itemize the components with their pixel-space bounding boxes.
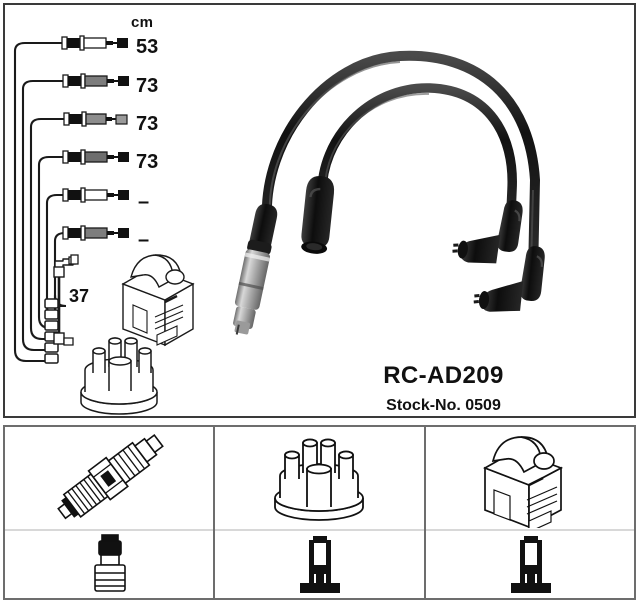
cable-length-label-3: 73 (136, 113, 159, 135)
legend-top-spark-plug (5, 427, 214, 531)
cable-connector-4 (62, 149, 129, 165)
distributor-terminal-icon (300, 535, 341, 593)
legend-top-distributor-cap (215, 427, 424, 531)
cable-length-label-2: 73 (136, 75, 159, 97)
cable-connector-3 (63, 111, 128, 127)
distributor-cap-icon (274, 438, 365, 521)
product-code-text: RC-AD209 (383, 362, 504, 389)
unit-header-label: cm (131, 14, 154, 31)
coil-terminal-icon (510, 535, 551, 593)
main-diagram-panel: cm 53 73 73 73 – – 37 (3, 3, 636, 418)
legend-bottom-coil-terminal (426, 531, 634, 598)
ignition-coil-illustration (121, 254, 195, 347)
legend-cell-ignition-coil (423, 427, 634, 598)
cable-length-label-6: – (138, 229, 150, 251)
distributor-cap-illustration (80, 337, 158, 415)
ignition-cable-set-photo (233, 50, 545, 335)
legend-cell-distributor-cap (213, 427, 424, 598)
legend-bottom-distributor-terminal (215, 531, 423, 598)
cable-length-label-5: – (138, 191, 150, 213)
stock-number-text: Stock-No. 0509 (386, 397, 501, 414)
cable-connector-6 (62, 225, 129, 241)
product-code: RC-AD209 (5, 362, 638, 390)
coil-lead-terminal-icon (70, 254, 79, 265)
cable-connector-1 (61, 35, 128, 51)
spark-plug-icon (57, 433, 165, 520)
cable-connector-5 (62, 187, 129, 203)
ignition-coil-icon (482, 436, 563, 528)
cable-connector-2 (62, 73, 129, 89)
legend-top-ignition-coil (425, 427, 634, 531)
stock-number: Stock-No. 0509 (5, 397, 638, 415)
cable-harness-illustration (13, 35, 195, 415)
legend-cell-spark-plug (5, 427, 214, 598)
coil-lead-length-label: 37 (69, 286, 90, 306)
cable-length-label-4: 73 (136, 151, 159, 173)
legend-bottom-spark-plug-boot (5, 531, 213, 598)
spark-plug-boot-terminal-icon (94, 533, 126, 592)
legend-strip (3, 425, 636, 600)
cable-length-label-1: 53 (136, 36, 159, 58)
